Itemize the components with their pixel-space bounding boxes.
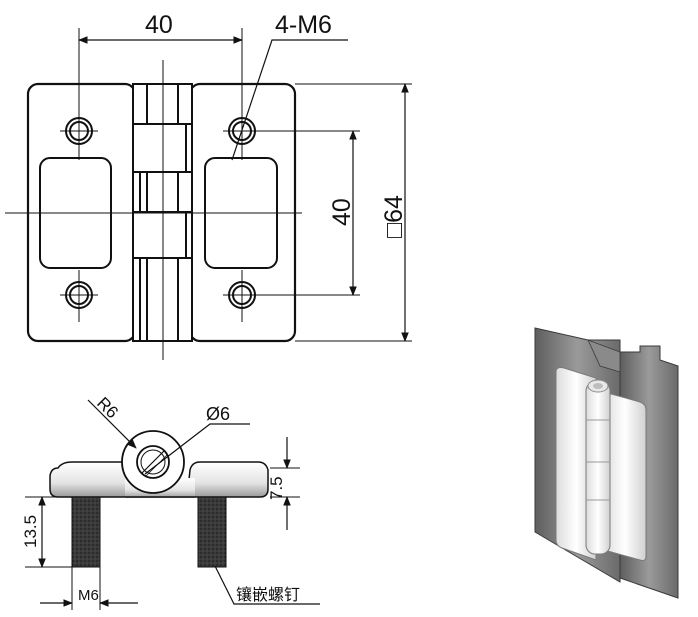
stud-callout-label: 镶嵌螺钉 [236, 585, 300, 604]
leader-4-m6 [231, 39, 348, 161]
leader-stud-callout [214, 565, 320, 605]
dim-pin-diameter: Ø6 [206, 404, 230, 424]
hinge-3d-render [534, 327, 679, 599]
leader-r6 [87, 399, 137, 449]
side-leaf-body [49, 461, 134, 498]
dim-hole-spacing-horizontal: 40 [145, 11, 173, 39]
dim-overall-size: □64 [380, 195, 408, 238]
dim-stud-thread: M6 [78, 587, 99, 604]
centerlines [5, 28, 360, 360]
front-view [5, 28, 412, 360]
stud-left [71, 496, 101, 568]
dim-leaf-height: 7.5 [267, 476, 286, 500]
dim-holes-callout: 4-M6 [275, 11, 332, 39]
hinge-knuckle-3d [585, 381, 611, 555]
stud-right [197, 496, 227, 568]
dim-stud-length: 13.5 [21, 515, 40, 548]
dim-hole-spacing-vertical: 40 [328, 198, 356, 226]
leader-diameter-6 [144, 423, 250, 475]
hinge-leaf-right-3d [603, 391, 647, 561]
dim-pin-radius: R6 [93, 393, 122, 422]
side-view [25, 399, 320, 610]
